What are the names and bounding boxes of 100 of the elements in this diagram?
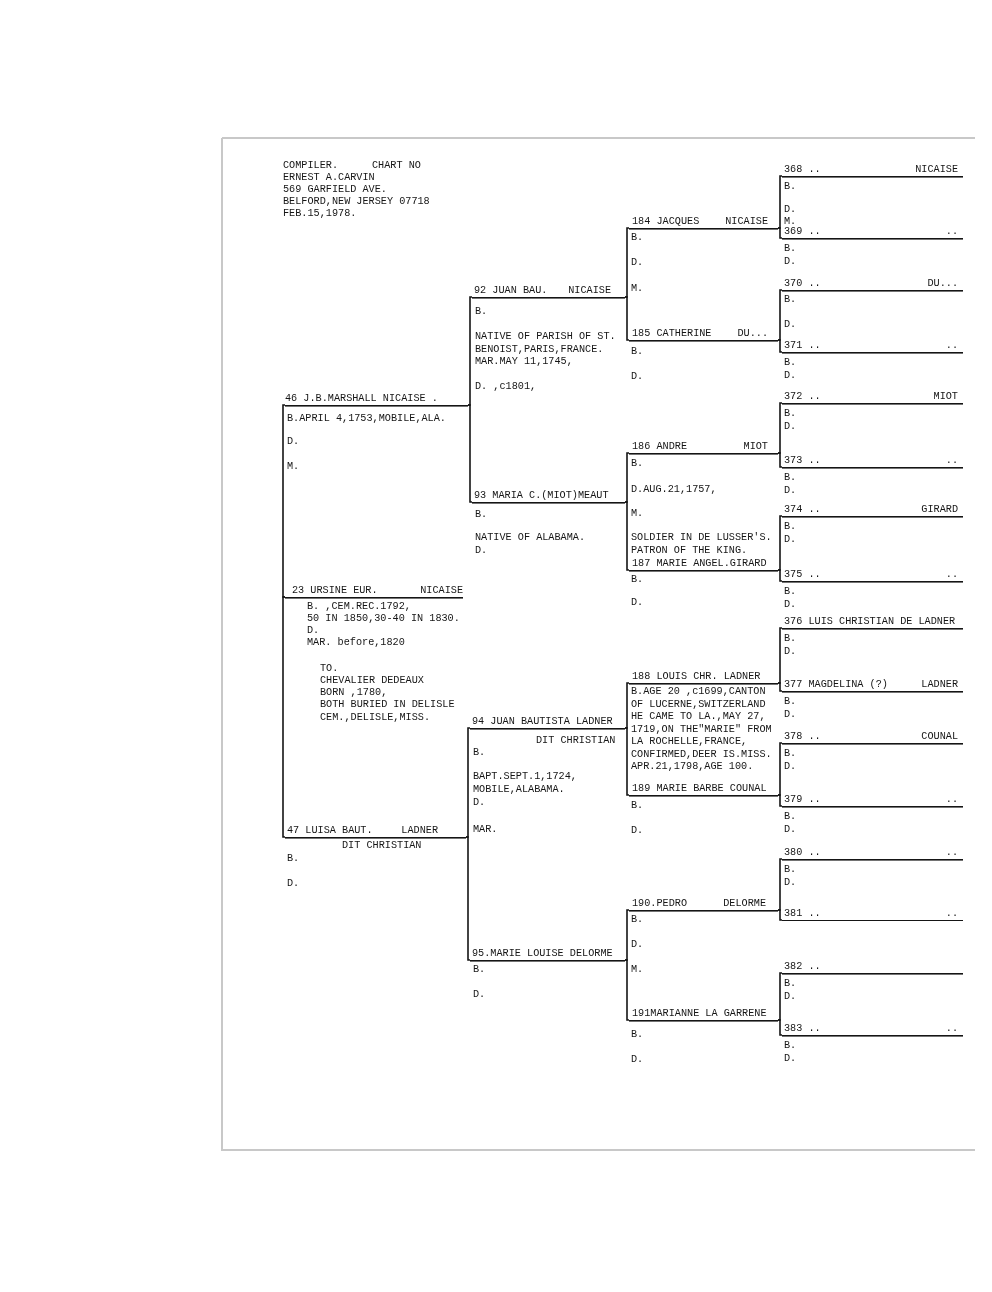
- surname-text: NICAISE: [725, 215, 768, 228]
- surname-text: LADNER: [921, 678, 958, 691]
- entry-note: B.: [631, 914, 645, 927]
- entry-note: B.: [631, 232, 645, 245]
- surname-text: ..: [945, 846, 958, 859]
- person-name: 92 JUAN BAU.: [474, 284, 548, 297]
- entry-note: B.: [631, 346, 645, 359]
- surname-text: NICAISE: [420, 584, 463, 597]
- surname-text: NICAISE: [568, 284, 611, 297]
- entry-note: D. ,c1801,: [475, 381, 538, 394]
- person-name: 373 ..: [784, 454, 821, 467]
- entry-note: D.: [784, 1053, 798, 1066]
- entry-note: B.: [473, 747, 487, 760]
- entry-note: B.AGE 20 ,c1699,CANTON OF LUCERNE,SWITZERLAND HE CAME TO LA.,MAY 27, 1719,ON THE"MARIE" FROM LA ROCHELLE,FRANCE, CONFIRMED,DEER IS.MISS. APR.21,1798,AGE 100.: [631, 686, 773, 774]
- person-name: 371 ..: [784, 339, 821, 352]
- bracket-line: [282, 596, 286, 838]
- entry-note: B.: [784, 633, 798, 646]
- entry-note: MAR.: [473, 824, 499, 837]
- entry-note: D.: [631, 371, 645, 384]
- entry-note: M.: [784, 216, 798, 227]
- surname-text: DU...: [927, 277, 958, 290]
- entry-note: D.: [784, 599, 798, 612]
- surname-text: NICAISE: [915, 163, 958, 176]
- bracket-line: [777, 742, 783, 796]
- entry-note: D.: [631, 1054, 645, 1067]
- bracket-line: [777, 858, 783, 911]
- entry-note: BORN ,1780,: [320, 687, 389, 700]
- person-name: 95.MARIE LOUISE DELORME: [472, 947, 613, 960]
- entry-note: B.: [631, 800, 645, 813]
- entry-note: B.: [784, 586, 798, 599]
- surname-text: ..: [945, 1022, 958, 1035]
- bracket-line: [777, 909, 783, 921]
- entry-note: D.: [475, 545, 489, 558]
- entry-note: D.: [784, 646, 798, 659]
- person-name: 375 ..: [784, 568, 821, 581]
- entry-note: TO.: [320, 663, 340, 676]
- entry-note: B.: [631, 458, 645, 471]
- entry-note: D.: [287, 878, 301, 891]
- person-name: 46 J.B.MARSHALL NICAISE .: [285, 392, 438, 405]
- entry-note: D.: [784, 761, 798, 774]
- compiler-info-text: COMPILER.: [283, 160, 339, 172]
- person-name: 376 LUIS CHRISTIAN DE LADNER: [784, 615, 956, 628]
- entry-note: B.: [784, 294, 798, 307]
- bracket-line: [777, 515, 783, 571]
- bracket-line: [777, 402, 783, 454]
- entry-note: D.: [784, 421, 798, 434]
- entry-note: B.: [784, 1040, 798, 1053]
- surname-text: ..: [945, 568, 958, 581]
- person-name: 187 MARIE ANGEL.GIRARD: [632, 557, 767, 570]
- person-name: 383 ..: [784, 1022, 821, 1035]
- bracket-line: [777, 972, 783, 1021]
- entry-note: DIT CHRISTIAN: [342, 840, 423, 853]
- entry-note: D.: [784, 824, 798, 837]
- entry-note: M.: [631, 964, 645, 977]
- entry-note: CHEVALIER DEDEAUX: [320, 675, 425, 688]
- compiler-info-text: CHART NO: [372, 160, 421, 172]
- entry-note: B.: [784, 408, 798, 421]
- entry-note: D.: [473, 989, 487, 1002]
- entry-note: B.: [784, 978, 798, 991]
- entry-note: B.: [784, 748, 798, 761]
- person-name: 370 ..: [784, 277, 821, 290]
- person-name: 191MARIANNE LA GARRENE: [632, 1007, 767, 1020]
- compiler-info-text: 569 GARFIELD AVE.: [283, 184, 387, 196]
- entry-note: B.: [475, 509, 489, 522]
- person-name: 379 ..: [784, 793, 821, 806]
- person-name: 188 LOUIS CHR. LADNER: [632, 670, 761, 683]
- entry-note: B.: [631, 574, 645, 587]
- person-name: 184 JACQUES: [632, 215, 700, 228]
- entry-note: NATIVE OF ALABAMA.: [475, 532, 587, 545]
- surname-text: MIOT: [743, 440, 768, 453]
- entry-note: MAR. before,1820: [307, 637, 406, 650]
- entry-note: D.: [631, 257, 645, 270]
- bracket-line: [467, 296, 473, 406]
- person-name: 190.PEDRO: [632, 897, 688, 910]
- person-name: 47 LUISA BAUT.: [287, 824, 373, 837]
- surname-text: MIOT: [933, 390, 958, 403]
- bracket-line: [465, 836, 471, 961]
- entry-note: D.: [784, 991, 798, 1004]
- entry-note: D.: [631, 597, 645, 610]
- person-name: 381 ..: [784, 907, 821, 920]
- bracket-line: [777, 794, 783, 807]
- entry-note: B.: [784, 521, 798, 534]
- surname-text: ..: [945, 793, 958, 806]
- surname-text: COUNAL: [921, 730, 958, 743]
- entry-note: D.: [784, 709, 798, 722]
- entry-note: B.: [784, 181, 798, 194]
- entry-note: B.: [784, 472, 798, 485]
- entry-note: D.: [784, 256, 798, 269]
- surname-text: DELORME: [723, 897, 766, 910]
- entry-note: M.: [631, 508, 645, 521]
- entry-note: B.: [784, 696, 798, 709]
- bracket-line: [624, 909, 630, 961]
- person-name: 382 ..: [784, 960, 821, 973]
- entry-note: B.: [784, 357, 798, 370]
- person-name: 94 JUAN BAUTISTA LADNER: [472, 715, 613, 728]
- entry-note: BOTH BURIED IN DELISLE CEM.,DELISLE,MISS.: [320, 699, 456, 724]
- bracket-line: [777, 289, 783, 341]
- entry-note: D.: [784, 319, 798, 332]
- bracket-line: [624, 682, 630, 729]
- person-name: 378 ..: [784, 730, 821, 743]
